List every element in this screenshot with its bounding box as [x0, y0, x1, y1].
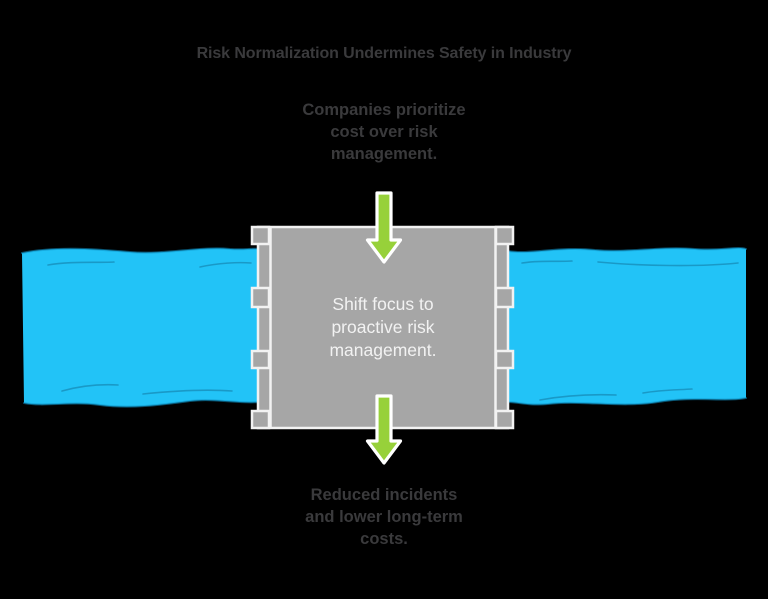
wave-line [521, 260, 573, 264]
gate-bracket [250, 286, 271, 309]
wave-line [199, 261, 252, 268]
gate-bracket [250, 225, 271, 246]
wave-line [142, 389, 233, 395]
wave-line [47, 261, 115, 266]
diagram-title: Risk Normalization Undermines Safety in … [196, 45, 572, 62]
wave-line [642, 388, 693, 394]
gate-bracket [250, 409, 271, 430]
wave-line [61, 383, 119, 392]
water-right-shape [508, 248, 746, 405]
gate-bracket [250, 349, 271, 370]
water-left-top-edge [21, 247, 260, 254]
gate-label: Shift focus to proactive risk management… [329, 294, 437, 360]
wave-line [539, 393, 617, 401]
wave-line [597, 261, 739, 267]
water-left-icon [21, 247, 260, 408]
gate-bracket [494, 349, 515, 370]
gate-bracket [494, 225, 515, 246]
outcome-text: Reduced incidents and lower long-term co… [305, 486, 463, 548]
water-right-icon [507, 247, 747, 406]
water-right-top-edge [507, 247, 747, 254]
arrow-down-top-icon [365, 191, 403, 264]
arrow-down-bottom-icon [365, 394, 403, 465]
gate-bracket [494, 409, 515, 430]
cause-text: Companies prioritize cost over risk mana… [302, 101, 466, 163]
water-right-bottom-edge [507, 397, 747, 406]
water-left-shape [22, 248, 259, 407]
water-left-bottom-edge [23, 399, 260, 408]
gate-bracket [494, 286, 515, 309]
